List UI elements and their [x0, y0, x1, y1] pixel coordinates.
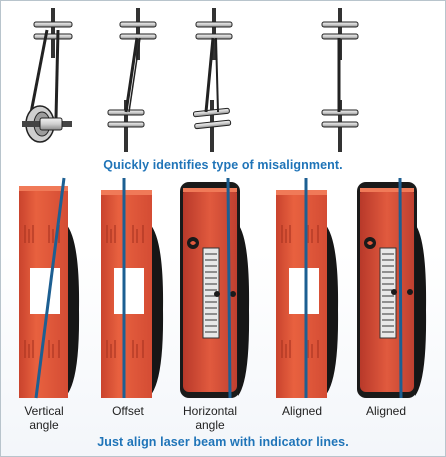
label-vertical-line1: Vertical: [24, 404, 64, 418]
pulley-set-aligned: [321, 8, 359, 152]
target-aligned-a: [276, 178, 339, 398]
caption-bottom: Just align laser beam with indicator lin…: [97, 435, 349, 449]
label-offset: Offset: [112, 404, 144, 418]
target-horizontal-angle: [180, 177, 250, 399]
label-horizontal-line1: Horizontal: [182, 404, 238, 418]
label-horizontal-line2: angle: [195, 418, 225, 432]
label-aligned-a: Aligned: [281, 404, 323, 418]
caption-top: Quickly identifies type of misalignment.: [103, 158, 343, 172]
pulley-set-offset: [107, 8, 157, 152]
label-aligned-b: Aligned: [365, 404, 407, 418]
label-vertical-line2: angle: [29, 418, 59, 432]
target-aligned-b: [357, 177, 427, 399]
target-offset: [101, 178, 164, 398]
label-vertical-angle: Vertical angle: [4, 404, 84, 432]
pulley-set-horizontal-angle: [192, 8, 233, 152]
target-vertical-angle: [19, 177, 80, 399]
label-horizontal-angle: Horizontal angle: [170, 404, 250, 432]
pulley-set-vertical-angle: [22, 8, 73, 143]
